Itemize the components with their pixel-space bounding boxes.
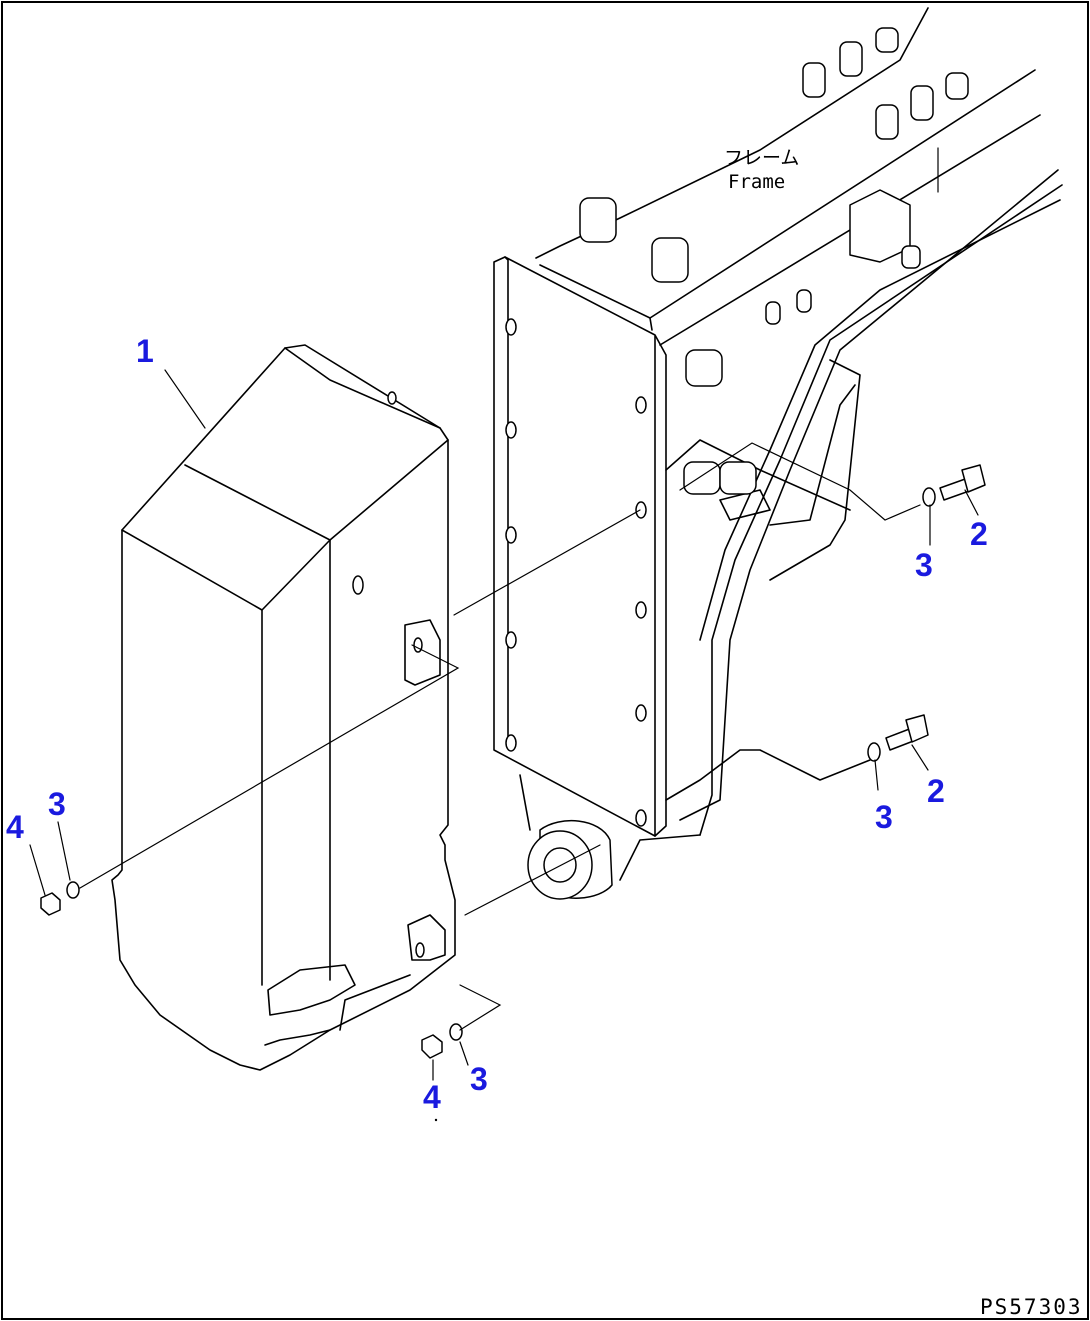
callout-2-upper: 2 (970, 516, 988, 552)
frame-boss (519, 774, 613, 900)
frame-label-jp: フレーム (724, 147, 799, 169)
bolt-upper (922, 464, 986, 507)
bolt-lower (867, 714, 929, 762)
callout-3-lower: 3 (875, 799, 893, 835)
nut-bottom (421, 1023, 463, 1059)
assembly-lines (29, 369, 979, 1122)
frame-label-en: Frame (728, 171, 785, 193)
frame-studs (579, 27, 969, 495)
frame: フレーム Frame (493, 7, 1063, 900)
drawing-code: PS57303 (980, 1295, 1083, 1319)
nut-left (40, 881, 80, 916)
callout-3-upper: 3 (915, 547, 933, 583)
callout-1: 1 (136, 333, 154, 369)
weight-block (111, 344, 456, 1071)
callout-4-left: 4 (6, 809, 24, 845)
callouts: 1 2 3 2 3 4 3 4 3 (6, 333, 988, 1115)
callout-3-left: 3 (48, 786, 66, 822)
callout-2-lower: 2 (927, 773, 945, 809)
plate-holes (505, 318, 647, 827)
callout-3-bottom: 3 (470, 1061, 488, 1097)
callout-4-bottom: 4 (423, 1079, 441, 1115)
